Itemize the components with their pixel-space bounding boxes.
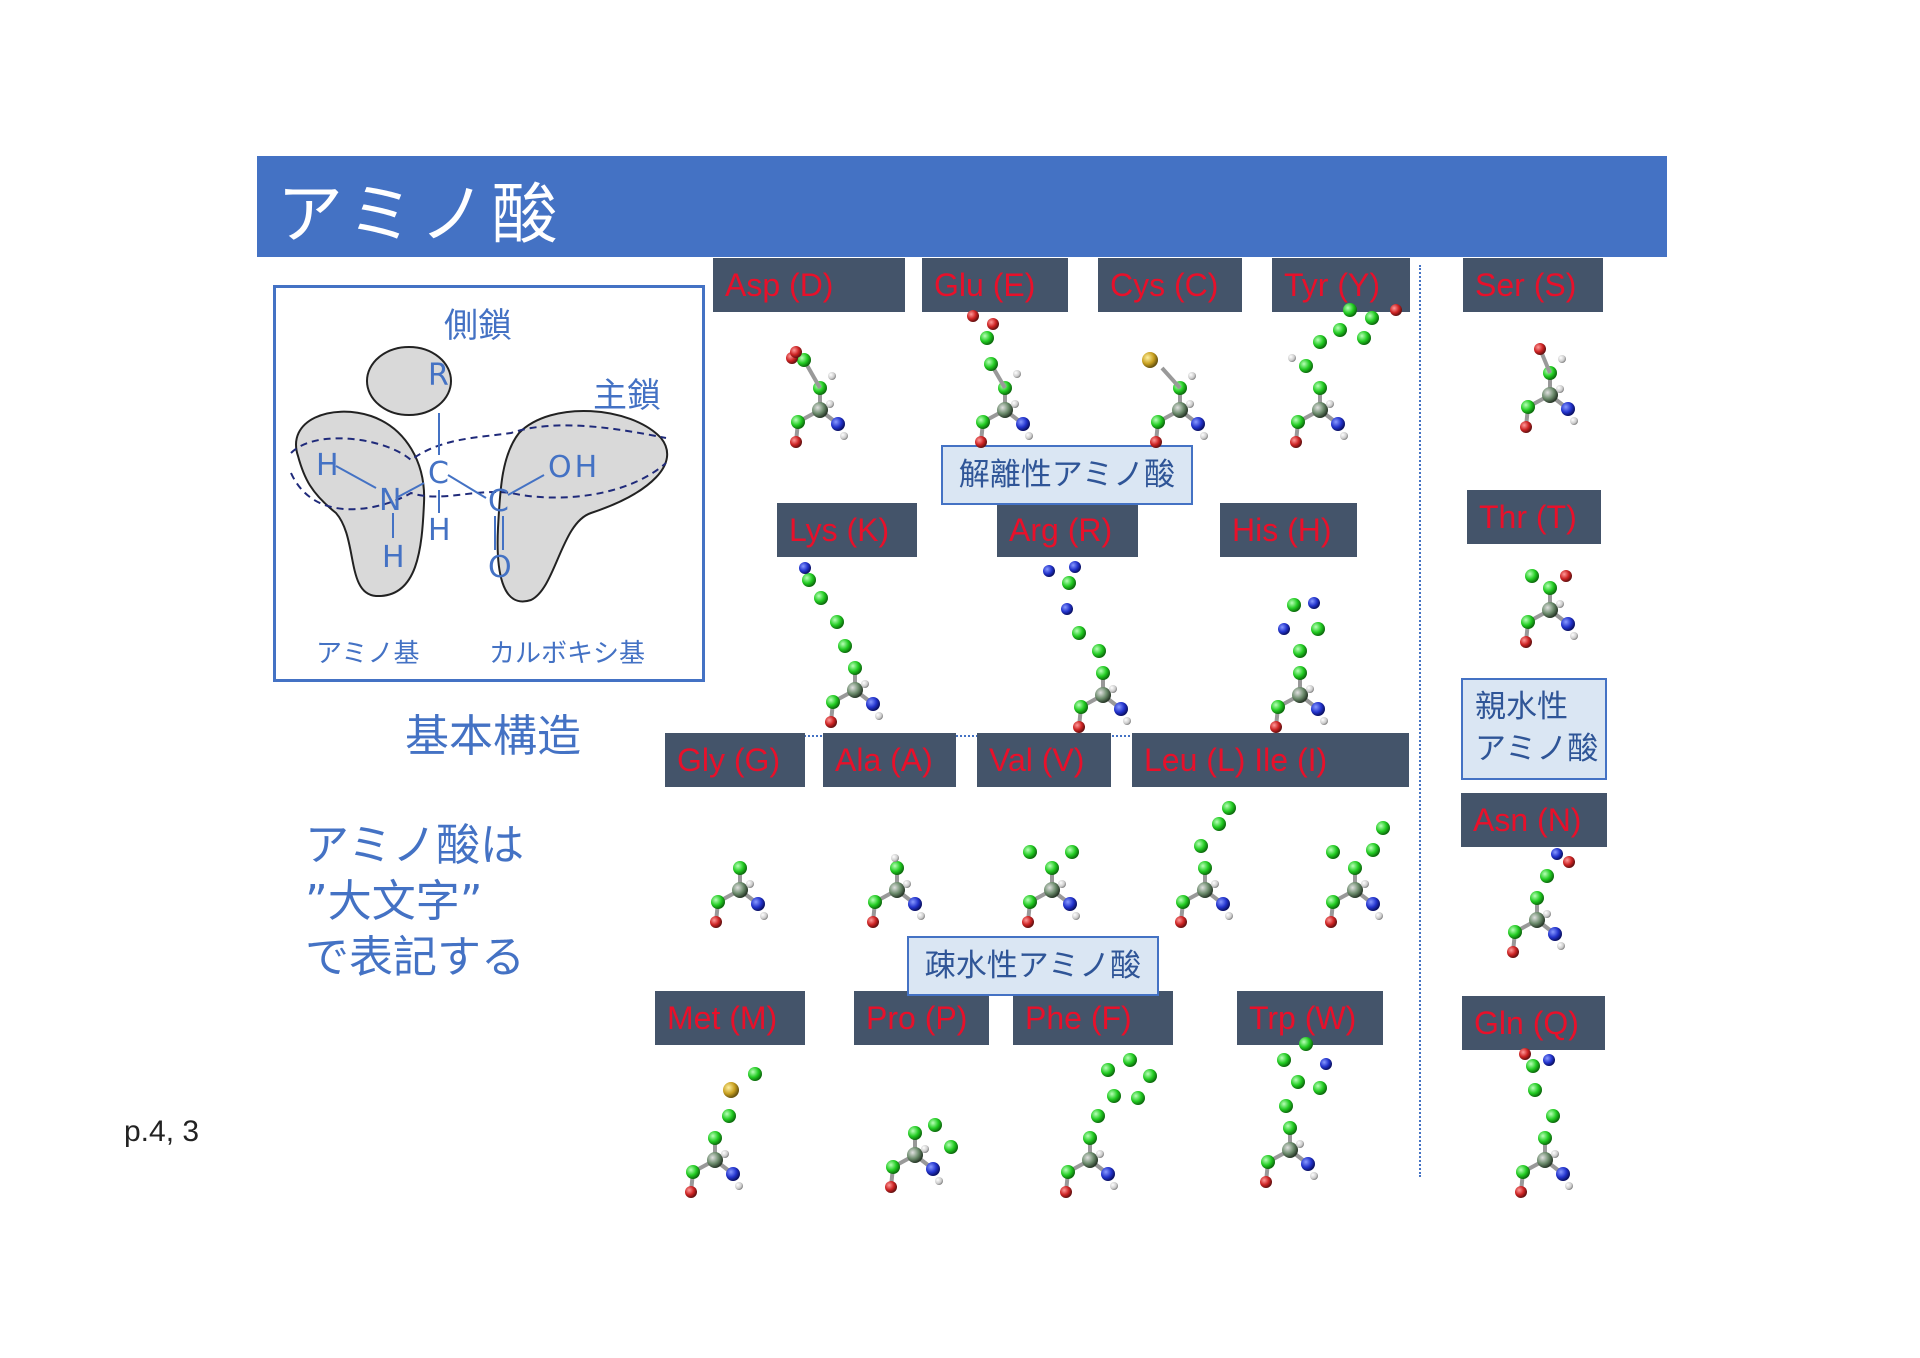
category-ionizable: 解離性アミノ酸 (941, 445, 1193, 505)
label-asp: Asp (D) (713, 258, 905, 312)
notation-note: アミノ酸は ”大文字” で表記する (305, 820, 525, 983)
label-asn: Asn (N) (1461, 793, 1607, 847)
side-chain-label: 側鎖 (444, 306, 512, 346)
label-ala: Ala (A) (823, 733, 956, 787)
label-pro: Pro (P) (854, 991, 989, 1045)
label-tyr: Tyr (Y) (1272, 258, 1410, 312)
amino-group-label: アミノ基 (316, 639, 420, 669)
label-his: His (H) (1220, 503, 1357, 557)
atom-h-left: H (316, 448, 339, 483)
main-chain-label: 主鎖 (593, 376, 661, 416)
label-trp: Trp (W) (1237, 991, 1383, 1045)
label-lys: Lys (K) (777, 503, 917, 557)
basic-structure-diagram: 側鎖 主鎖 R H N H C H C OH O アミノ基 カルボキシ基 (273, 285, 705, 682)
atom-oh: OH (548, 450, 601, 485)
structure-caption: 基本構造 (405, 711, 581, 762)
atom-o: O (488, 550, 512, 585)
label-ser: Ser (S) (1463, 258, 1603, 312)
atom-c-alpha: C (428, 456, 449, 491)
title-bar: アミノ酸 (257, 156, 1667, 257)
label-phe: Phe (F) (1013, 991, 1173, 1045)
atom-h-below-n: H (382, 540, 405, 575)
label-gln: Gln (Q) (1462, 996, 1605, 1050)
atom-n: N (379, 483, 402, 518)
column-divider (1419, 265, 1421, 1177)
carboxyl-group-label: カルボキシ基 (489, 639, 646, 669)
structure-drawing (290, 346, 668, 603)
page-reference: p.4, 3 (124, 1115, 200, 1148)
atom-r: R (428, 358, 449, 393)
atom-c-carboxyl: C (488, 484, 509, 519)
label-val: Val (V) (977, 733, 1111, 787)
category-hydrophobic: 疎水性アミノ酸 (907, 936, 1159, 996)
page-title: アミノ酸 (277, 176, 564, 253)
category-hydrophilic: 親水性 アミノ酸 (1461, 678, 1607, 780)
label-gly: Gly (G) (665, 733, 805, 787)
label-cys: Cys (C) (1098, 258, 1242, 312)
label-met: Met (M) (655, 991, 805, 1045)
atom-h-below-c: H (428, 513, 451, 548)
label-leu-ile: Leu (L) Ile (I) (1132, 733, 1409, 787)
label-arg: Arg (R) (997, 503, 1138, 557)
label-glu: Glu (E) (922, 258, 1068, 312)
label-thr: Thr (T) (1467, 490, 1601, 544)
